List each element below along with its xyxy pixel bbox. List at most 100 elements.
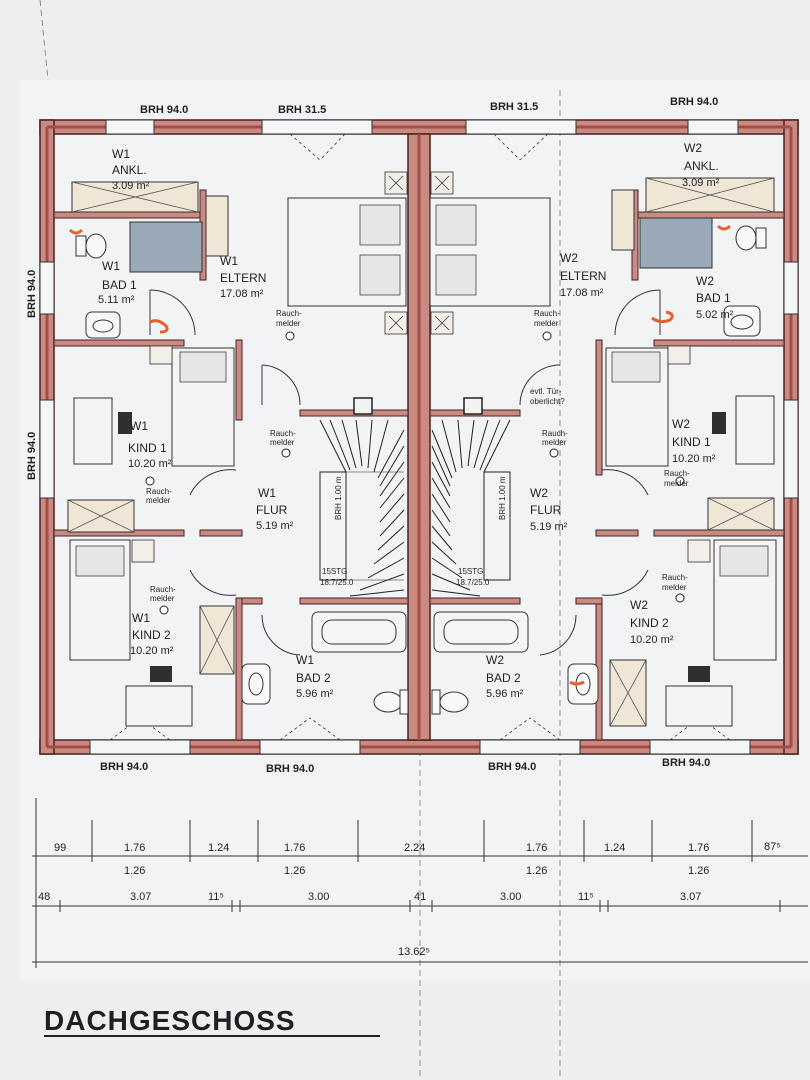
svg-text:Rauch-: Rauch- (270, 429, 296, 438)
room-w2-kind1: W2 KIND 1 10.20 m² (672, 417, 716, 465)
svg-text:1.76: 1.76 (688, 842, 709, 854)
svg-text:10.20 m²: 10.20 m² (630, 634, 674, 646)
svg-text:1.76: 1.76 (124, 842, 145, 854)
svg-text:5.19 m²: 5.19 m² (256, 520, 294, 532)
svg-text:3.09 m²: 3.09 m² (682, 177, 720, 189)
svg-text:W1: W1 (112, 147, 130, 161)
svg-text:BRH 1.00 m: BRH 1.00 m (334, 476, 343, 520)
svg-text:ELTERN: ELTERN (220, 271, 266, 285)
svg-text:KIND 1: KIND 1 (672, 435, 711, 449)
svg-text:oberlicht?: oberlicht? (530, 397, 565, 406)
svg-text:melder: melder (270, 438, 295, 447)
svg-text:W2: W2 (530, 486, 548, 500)
svg-text:BRH 1.00 m: BRH 1.00 m (498, 476, 507, 520)
svg-text:1.26: 1.26 (526, 865, 547, 877)
brh-top-right-2: BRH 94.0 (670, 96, 718, 108)
svg-text:5.11 m²: 5.11 m² (98, 294, 135, 306)
svg-text:3.00: 3.00 (500, 891, 521, 903)
stairs-w1-labels: BRH 1.00 m 15STG 18.7/25.0 (320, 476, 354, 587)
smoke-detectors (145, 331, 685, 615)
svg-text:FLUR: FLUR (530, 503, 562, 517)
room-w1-kind1: W1 KIND 1 10.20 m² (128, 419, 172, 470)
svg-text:melder: melder (542, 438, 567, 447)
svg-text:1.24: 1.24 (604, 842, 625, 854)
svg-text:W2: W2 (696, 274, 714, 288)
brh-bottom-1: BRH 94.0 (100, 761, 148, 773)
svg-text:W2: W2 (486, 653, 504, 667)
svg-text:Rauch-: Rauch- (664, 469, 690, 478)
brh-bottom-4: BRH 94.0 (662, 757, 710, 769)
dims-row1b: 1.26 1.26 1.26 1.26 (124, 865, 709, 877)
svg-text:W1: W1 (296, 653, 314, 667)
svg-text:17.08 m²: 17.08 m² (220, 288, 264, 300)
svg-text:3.09 m²: 3.09 m² (112, 180, 150, 192)
svg-text:BAD 1: BAD 1 (696, 291, 731, 305)
svg-text:Rauch-: Rauch- (150, 585, 176, 594)
svg-text:melder: melder (146, 496, 171, 505)
wardrobe-crosses (67, 177, 775, 727)
svg-text:3.00: 3.00 (308, 891, 329, 903)
svg-text:BAD 1: BAD 1 (102, 278, 137, 292)
showers (129, 217, 713, 273)
room-w2-bad2: W2 BAD 2 5.96 m² (486, 653, 524, 700)
svg-text:FLUR: FLUR (256, 503, 288, 517)
brh-left-1: BRH 94.0 (26, 270, 38, 318)
brh-top-left-1: BRH 94.0 (140, 104, 188, 116)
svg-text:W1: W1 (130, 419, 148, 433)
svg-text:18.7/25.0: 18.7/25.0 (456, 578, 490, 587)
svg-text:W2: W2 (684, 141, 702, 155)
stair-posts (353, 397, 483, 415)
svg-text:10.20 m²: 10.20 m² (672, 453, 716, 465)
svg-text:melder: melder (664, 479, 689, 488)
svg-text:KIND 2: KIND 2 (132, 628, 171, 642)
svg-text:1.76: 1.76 (284, 842, 305, 854)
svg-text:48: 48 (38, 891, 50, 903)
svg-text:W1: W1 (220, 254, 238, 268)
stairs-w1 (319, 419, 405, 597)
svg-text:W2: W2 (560, 251, 578, 265)
dims-row1: 99 1.76 1.24 1.76 2.24 1.76 1.24 1.76 87… (54, 841, 781, 854)
svg-text:3.07: 3.07 (680, 891, 701, 903)
room-w2-bad1: W2 BAD 1 5.02 m² (696, 274, 734, 321)
stairs-w2 (431, 419, 511, 597)
svg-text:41: 41 (414, 891, 426, 903)
svg-text:W1: W1 (132, 611, 150, 625)
room-w1-ankl: W1 ANKL. 3.09 m² (112, 147, 150, 192)
svg-text:1.26: 1.26 (688, 865, 709, 877)
svg-text:KIND 2: KIND 2 (630, 616, 669, 630)
svg-text:5.02 m²: 5.02 m² (696, 309, 734, 321)
svg-text:ANKL.: ANKL. (112, 163, 147, 177)
svg-text:5.96 m²: 5.96 m² (296, 688, 334, 700)
stairs-w2-labels: BRH 1.00 m 15STG 18.7/25.0 (456, 476, 507, 587)
svg-text:Rauch-: Rauch- (534, 309, 560, 318)
svg-text:17.08 m²: 17.08 m² (560, 287, 604, 299)
svg-text:W2: W2 (630, 598, 648, 612)
dims-row2: 48 3.07 11⁵ 3.00 41 3.00 11⁵ 3.07 (38, 891, 701, 903)
bathtubs (311, 611, 529, 653)
plan-title: DACHGESCHOSS (44, 1005, 296, 1036)
brh-top-right-1: BRH 31.5 (490, 101, 538, 113)
svg-text:1.26: 1.26 (124, 865, 145, 877)
svg-text:10.20 m²: 10.20 m² (130, 645, 174, 657)
interior-walls (53, 189, 785, 741)
dims-total: 13.62⁵ (398, 946, 430, 958)
svg-text:87⁵: 87⁵ (764, 841, 781, 853)
svg-text:5.96 m²: 5.96 m² (486, 688, 524, 700)
svg-text:1.24: 1.24 (208, 842, 229, 854)
svg-text:Rauch-: Rauch- (276, 309, 302, 318)
svg-text:W1: W1 (102, 259, 120, 273)
room-w2-eltern: W2 ELTERN 17.08 m² (560, 251, 606, 299)
brh-top-left-2: BRH 31.5 (278, 104, 326, 116)
brh-left-2: BRH 94.0 (26, 432, 38, 480)
svg-text:99: 99 (54, 842, 66, 854)
room-w2-ankl: W2 ANKL. 3.09 m² (682, 141, 720, 189)
note-tueroberlicht: evtl. Tür- oberlicht? (530, 387, 565, 406)
svg-text:15STG: 15STG (322, 567, 347, 576)
svg-text:1.76: 1.76 (526, 842, 547, 854)
svg-text:KIND 1: KIND 1 (128, 441, 167, 455)
svg-text:W1: W1 (258, 486, 276, 500)
room-w2-kind2: W2 KIND 2 10.20 m² (630, 598, 674, 646)
svg-text:5.19 m²: 5.19 m² (530, 521, 568, 533)
room-w1-kind2: W1 KIND 2 10.20 m² (130, 611, 174, 657)
